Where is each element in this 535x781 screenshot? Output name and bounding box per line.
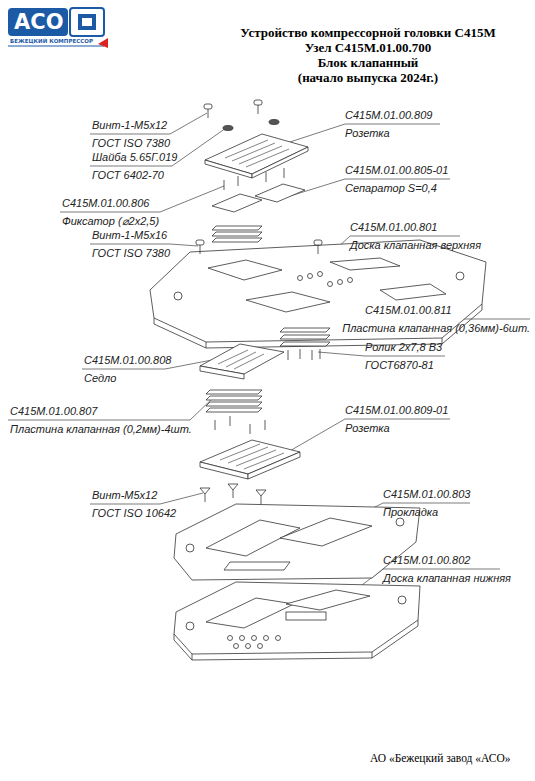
part-name: Сепаратор S=0,4 (345, 182, 437, 195)
part-name: Пластина клапанная (0,2мм)-4шт. (10, 423, 192, 436)
logo (8, 8, 108, 48)
part-label: Винт-М5х12 (92, 489, 157, 502)
part-name: Розетка (345, 422, 390, 435)
part-name: Розетка (345, 127, 390, 140)
part-label: С415М.01.00.806 (62, 197, 149, 210)
manufacturer-footer: АО «Бежецкий завод «АСО» (370, 752, 511, 765)
part-number: С415М.01.00.808 (84, 354, 171, 367)
standard-label: ГОСТ 6402-70 (92, 169, 164, 182)
leader-lines (8, 113, 530, 598)
part-number: С415М.01.00.805-01 (345, 164, 448, 177)
part-label: Ролик 2х7,8 В3 (365, 341, 442, 354)
standard-label: ГОСТ ISO 10642 (92, 507, 176, 520)
part-number: С415М.01.00.803 (383, 488, 470, 501)
part-number: С415М.01.00.809 (345, 109, 432, 122)
logo-subtitle: БЕЖЕЦКИЙ КОМПРЕССОР (10, 38, 93, 45)
part-number: С415М.01.00.809-01 (345, 404, 448, 417)
title: Устройство компрессорной головки С415М (240, 25, 495, 40)
title-line: Блок клапанный (318, 55, 419, 70)
part-name: Доска клапанная верхняя (350, 239, 481, 252)
part-number: С415М.01.00.811 (365, 304, 452, 317)
part-name: Фиксатор (⌀2х2,5) (62, 215, 159, 228)
part-name: Доска клапанная нижняя (383, 572, 511, 585)
standard-label: ГОСТ ISO 7380 (92, 247, 170, 260)
part-label: Винт-1-М5х16 (92, 229, 167, 242)
part-label: Шайба 5.65Г.019 (92, 151, 177, 164)
part-label: Винт-1-М5х12 (92, 119, 167, 132)
title-line: Узел С415М.01.00.700 (305, 40, 431, 55)
logo-text: АСО (14, 10, 64, 34)
screws-top (204, 100, 279, 131)
part-number: С415М.01.00.801 (350, 221, 437, 234)
part-number: С415М.01.00.802 (383, 554, 470, 567)
part-name: Прокладка (383, 506, 438, 519)
part-number: С415М.01.00.807 (10, 405, 97, 418)
standard-label: ГОСТ ISO 7380 (92, 137, 170, 150)
title-line: (начало выпуска 2024г.) (298, 70, 438, 85)
part-name: Пластина клапанная (0,36мм)-6шт. (342, 322, 530, 335)
standard-label: ГОСТ6870-81 (365, 359, 434, 372)
part-name: Седло (84, 372, 116, 385)
